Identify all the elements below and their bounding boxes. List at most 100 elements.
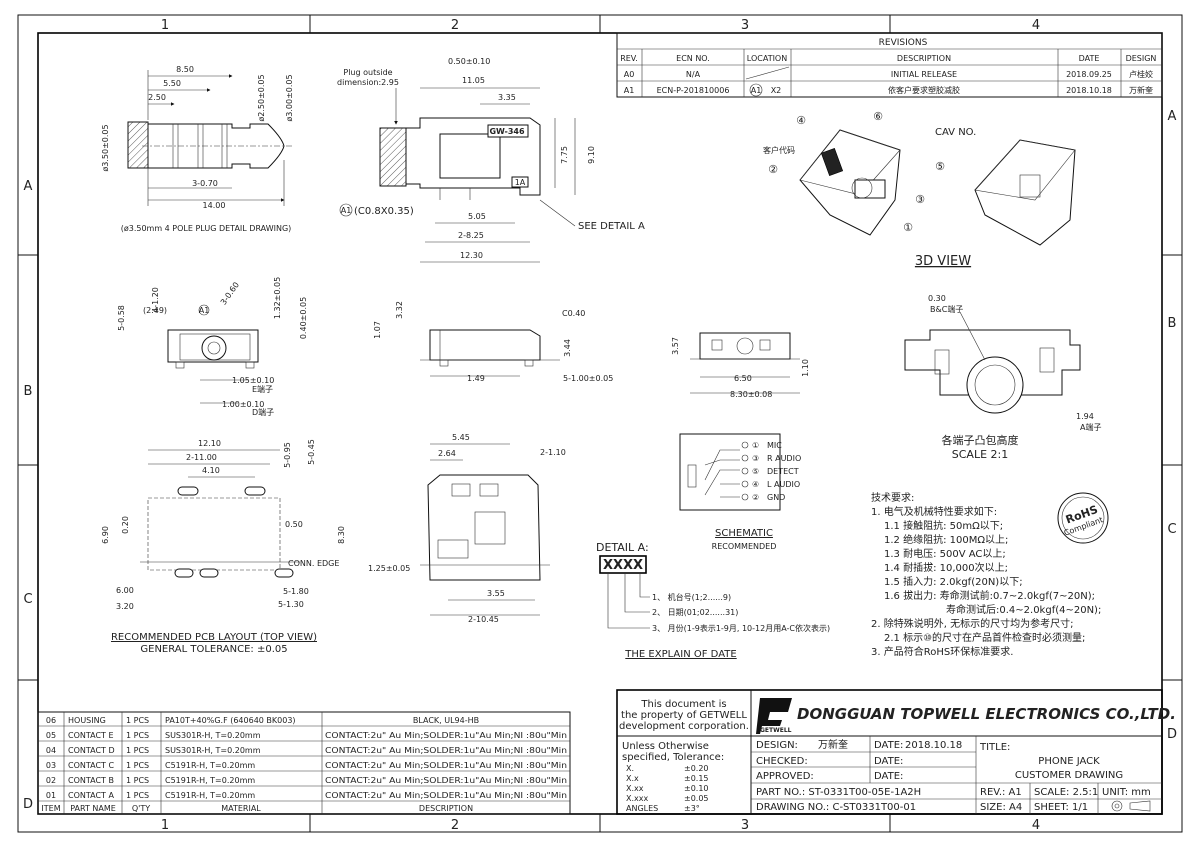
pcb-dim-0-20: 0.20	[121, 516, 130, 534]
side-chamfer-note: (C0.8X0.35)	[354, 206, 414, 217]
bom-row-5-material: C5191R-H, T=0.20mm	[165, 776, 255, 785]
detail-bc-terminal: B&C端子	[930, 304, 963, 314]
schematic-pin-4-label: L AUDIO	[767, 480, 800, 489]
bom-header-name: PART NAME	[70, 804, 116, 813]
tolerance-title-1: Unless Otherwise	[622, 741, 709, 752]
req-line-10: 2.1 标示⑩的尺寸在产品首件检查时必须测量;	[884, 631, 1085, 644]
rev-field: REV.: A1	[980, 787, 1022, 798]
req-line-1: 1. 电气及机械特性要求如下:	[871, 505, 997, 518]
3d-callout-2: ②	[768, 163, 778, 176]
3d-callout-1: ①	[903, 221, 913, 234]
front-dim-1-05: 1.05±0.10	[232, 376, 274, 385]
side-dim-11-05: 11.05	[462, 76, 485, 85]
rev-row-1-rev: A0	[624, 70, 635, 79]
bom-row-4-qty: 1 PCS	[126, 761, 149, 770]
pcb-dim-5-0-95: 5-0.95	[283, 442, 292, 468]
top-dim-1-25: 1.25±0.05	[368, 564, 410, 573]
side-label-1a: 1A	[515, 178, 526, 187]
3d-callout-5: ⑤	[935, 160, 945, 173]
bom-row-3-desc: CONTACT:2u" Au Min;SOLDER:1u"Au Min;NI :…	[325, 746, 567, 755]
front-dim-2-49: (2.49)	[143, 306, 167, 315]
bom-row-3-name: CONTACT D	[68, 746, 115, 755]
title-line-1: PHONE JACK	[1038, 756, 1100, 767]
pcb-caption-2: GENERAL TOLERANCE: ±0.05	[140, 644, 287, 655]
sheet-frame	[17, 14, 1183, 833]
bom-row-1-item: 06	[46, 716, 56, 725]
bom-header-qty: Q'TY	[132, 804, 150, 813]
bom-header-material: MATERIAL	[221, 804, 261, 813]
top-dim-2-1-10: 2-1.10	[540, 448, 566, 457]
pcb-dim-5-1-80: 5-1.80	[283, 587, 309, 596]
pcb-dim-0-50: 0.50	[285, 520, 303, 529]
date-label-2: DATE:	[874, 756, 903, 767]
detail-a: DETAIL A: XXXX 1、 机台号(1;2......9) 2、 日期(…	[596, 541, 830, 660]
rev-row-2-design: 万新奎	[1129, 85, 1153, 95]
plug-dim-length-total: 8.50	[176, 65, 194, 74]
bottom-dim-c0-40: C0.40	[562, 309, 585, 318]
frame-row-labels: A B C D A B C D	[23, 109, 1177, 812]
tol-val-2: ±0.15	[684, 774, 709, 783]
3d-cav-no: CAV NO.	[935, 127, 976, 138]
scale-field: SCALE: 2.5:1	[1034, 787, 1098, 798]
row-label-a-right: A	[1168, 109, 1177, 124]
req-line-2: 1.1 接触阻抗: 50mΩ以下;	[884, 519, 1003, 532]
bom-row-6-name: CONTACT A	[68, 791, 114, 800]
side-dim-12-30: 12.30	[460, 251, 483, 260]
schematic-pin-2-num: ③	[752, 454, 759, 463]
property-line-3: development corporation.	[619, 721, 749, 732]
col-label-4-bottom: 4	[1032, 818, 1040, 833]
front-dim-1-00: 1.00±0.10	[222, 400, 264, 409]
req-line-4: 1.3 耐电压: 500V AC以上;	[884, 547, 1006, 560]
bom-row-1-material: PA10T+40%G.F (640640 BK003)	[165, 716, 296, 725]
bom-row-6-material: C5191R-H, T=0.20mm	[165, 791, 255, 800]
detail-dim-1-94: 1.94	[1076, 412, 1094, 421]
detail-caption-1: 各端子凸包高度	[942, 433, 1019, 447]
end-dim-8-30: 8.30±0.08	[730, 390, 772, 399]
property-line-2: the property of GETWELL	[621, 710, 747, 721]
bom-row-4-name: CONTACT C	[68, 761, 114, 770]
bom-row-5-qty: 1 PCS	[126, 776, 149, 785]
plug-dim-rings: 3-0.70	[192, 179, 218, 188]
3d-view-caption: 3D VIEW	[915, 254, 971, 269]
revisions-table: REVISIONS REV. ECN NO. LOCATION DESCRIPT…	[616, 32, 1163, 98]
req-line-11: 3. 产品符合RoHS环保标准要求.	[871, 645, 1013, 658]
date-value: 2018.10.18	[905, 740, 962, 751]
side-plug-note-2: dimension:2.95	[337, 78, 399, 87]
front-dim-5-0-58: 5-0.58	[117, 305, 126, 331]
side-dim-0-50: 0.50±0.10	[448, 57, 490, 66]
schematic-pin-3-num: ⑤	[752, 467, 759, 476]
checked-label: CHECKED:	[756, 756, 808, 767]
sheet-field: SHEET: 1/1	[1034, 802, 1088, 813]
rev-row-2-location-mark: A1	[751, 86, 762, 95]
plug-dim-overall: 14.00	[203, 201, 226, 210]
pcb-dim-6-00: 6.00	[116, 586, 134, 595]
side-plug-note-1: Plug outside	[343, 68, 392, 77]
top-dim-5-45: 5.45	[452, 433, 470, 442]
detail-a-code: XXXX	[603, 558, 643, 573]
unit-field: UNIT: mm	[1102, 787, 1151, 798]
side-dim-5-05: 5.05	[468, 212, 486, 221]
schematic-caption-1: SCHEMATIC	[715, 528, 773, 539]
rev-row-2-rev: A1	[624, 86, 635, 95]
tol-val-5: ±3°	[684, 804, 700, 813]
bom-row-2-item: 05	[46, 731, 56, 740]
pcb-dim-4-10: 4.10	[202, 466, 220, 475]
design-value: 万新奎	[818, 738, 848, 751]
jack-3d-view: ① ② ③ ④ ⑤ ⑥ CAV NO. 客户代码 3D VIEW	[763, 110, 1076, 269]
plug-dim-length-short: 2.50	[148, 93, 166, 102]
detail-dim-0-30: 0.30	[928, 294, 946, 303]
side-label-gw: GW-346	[489, 127, 524, 136]
schematic-pin-1-label: MIC	[767, 441, 782, 450]
title-block-fields: DESIGN: 万新奎 DATE: 2018.10.18 CHECKED: DA…	[756, 738, 1151, 813]
end-dim-3-57: 3.57	[671, 337, 680, 355]
date-label-3: DATE:	[874, 771, 903, 782]
tol-key-4: X.xxx	[626, 794, 648, 803]
col-label-2: 2	[451, 18, 459, 33]
3d-customer-code: 客户代码	[763, 145, 795, 155]
rev-row-1-date: 2018.09.25	[1066, 70, 1112, 79]
rev-row-1-description: INITIAL RELEASE	[891, 70, 957, 79]
bom-table	[37, 711, 571, 815]
bottom-dim-1-07: 1.07	[373, 321, 382, 339]
approved-label: APPROVED:	[756, 771, 814, 782]
